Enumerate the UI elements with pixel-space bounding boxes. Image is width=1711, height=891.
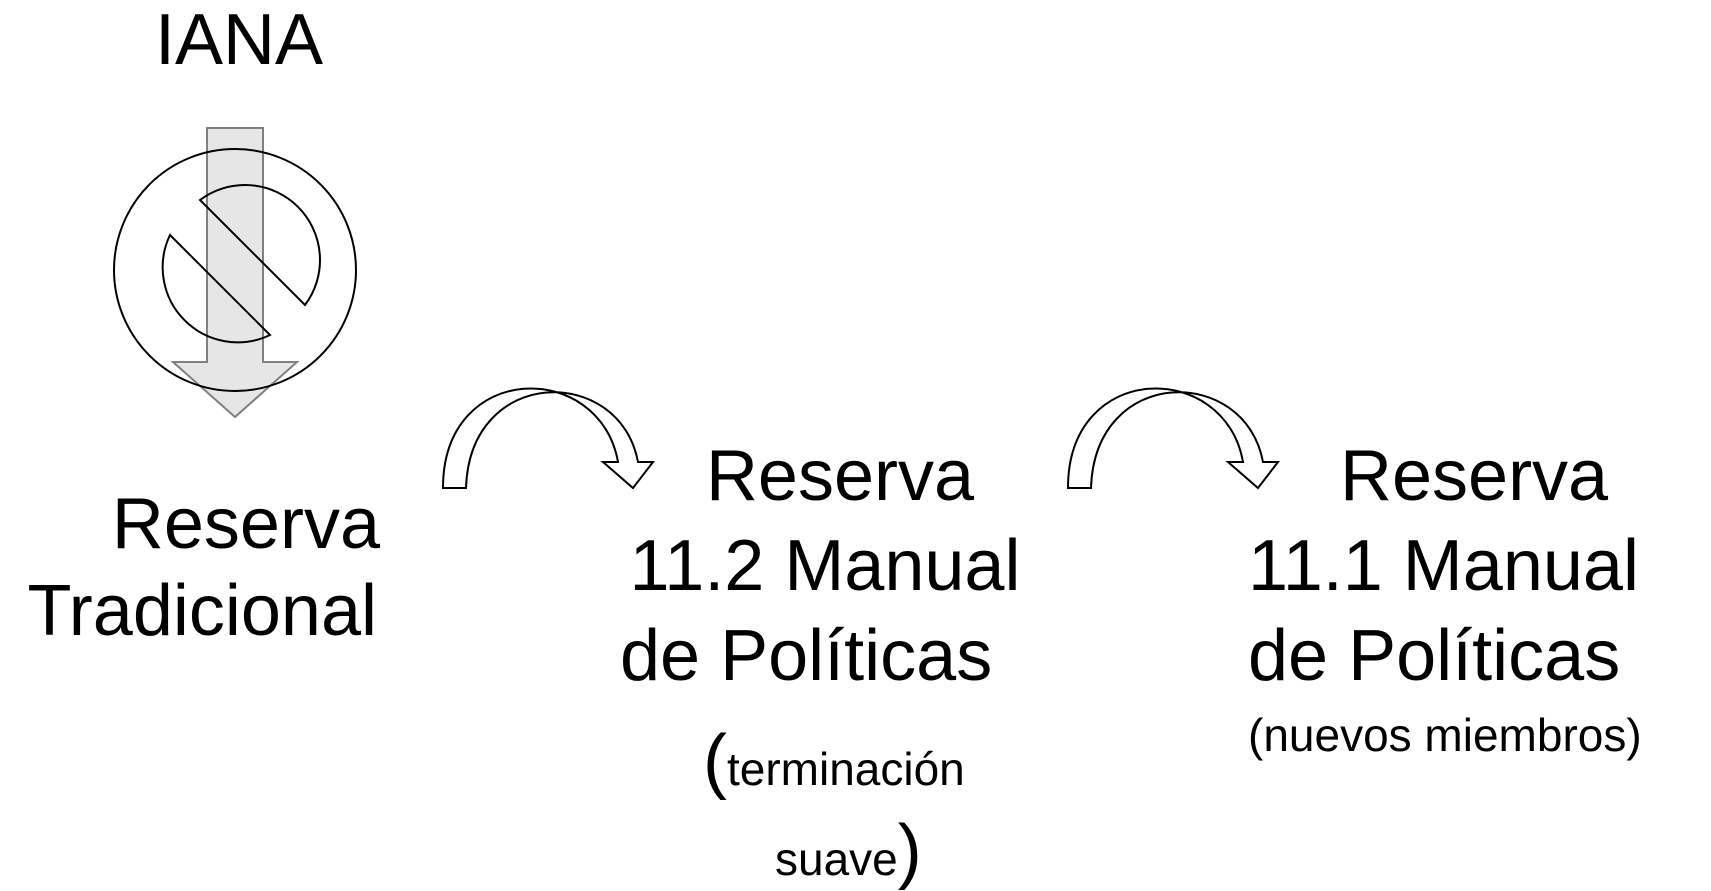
iana-title: IANA: [155, 0, 324, 80]
policy-11-2-note-row1: (terminación: [703, 725, 965, 797]
policy-11-2-line3: de Políticas: [620, 616, 993, 696]
policy-11-2-note-line1: terminación: [726, 743, 965, 795]
no-entry-icon: [113, 148, 357, 392]
policy-11-2-note-line2: suave: [775, 833, 898, 885]
curved-arrow-icon: [441, 387, 656, 490]
policy-11-2-row3: de Políticas: [620, 620, 1070, 692]
policy-11-2-block: Reserva: [600, 440, 1050, 512]
policy-11-1-line1: Reserva: [1340, 436, 1609, 516]
policy-11-2-line1: Reserva: [705, 436, 975, 516]
policy-11-1-line2: 11.1 Manual: [1248, 526, 1639, 606]
note-open-paren: (: [703, 721, 727, 801]
policy-11-1-line3: de Políticas: [1248, 616, 1621, 696]
down-arrow-icon: [170, 127, 300, 419]
policy-11-2-row2: 11.2 Manual: [600, 530, 1050, 602]
traditional-reserve-line1: Reserva: [111, 484, 380, 564]
policy-11-1-note: (nuevos miembros): [1248, 709, 1642, 761]
policy-11-2-note-row2: suave): [775, 815, 922, 887]
note-close-paren: ): [897, 811, 922, 891]
traditional-reserve-line2: Tradicional: [27, 571, 378, 651]
policy-11-2-line2: 11.2 Manual: [629, 526, 1021, 606]
diagram-canvas: [113, 127, 1281, 490]
curved-arrow-icon: [1066, 387, 1281, 490]
